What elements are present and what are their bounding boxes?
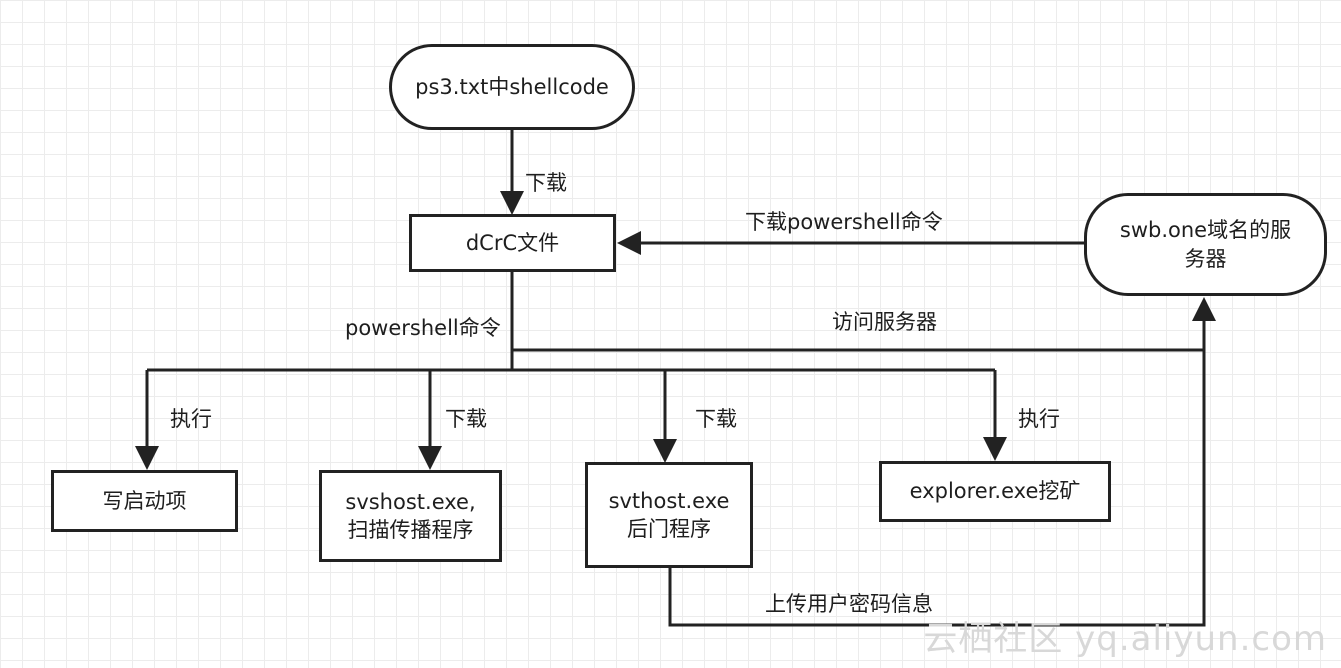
node-svshost-line2: 扫描传播程序 [347,518,474,542]
node-server: swb.one域名的服 务器 [1084,193,1327,296]
edge-label-upload: 上传用户密码信息 [765,592,933,616]
edge-label-download-svshost: 下载 [445,407,487,431]
node-svshost-line1: svshost.exe, [345,489,476,514]
node-explorer-label: explorer.exe挖矿 [909,479,1081,504]
node-svthost-line2: 后门程序 [627,517,711,541]
node-dcrc-label: dCrC文件 [465,230,560,255]
node-svthost: svthost.exe 后门程序 [585,462,753,568]
node-ps3-shellcode: ps3.txt中shellcode [389,44,635,130]
edge-label-powershell: powershell命令 [345,316,501,340]
arrow-upload [668,350,1206,627]
edge-label-exec-explorer: 执行 [1018,407,1060,431]
edge-label-ps3-download: 下载 [525,171,567,195]
node-startup: 写启动项 [51,470,238,532]
edge-label-access-server: 访问服务器 [832,310,937,334]
edge-label-server-download: 下载powershell命令 [745,210,943,234]
node-ps3-label: ps3.txt中shellcode [415,74,609,99]
node-svshost: svshost.exe, 扫描传播程序 [319,470,502,562]
watermark: 云栖社区 yq.aliyun.com [923,619,1327,659]
node-server-line2: 务器 [1184,246,1227,271]
edge-label-download-svthost: 下载 [695,407,737,431]
node-startup-label: 写启动项 [102,488,187,513]
node-server-line1: swb.one域名的服 [1119,218,1292,243]
node-dcrc-file: dCrC文件 [409,214,616,272]
node-svthost-line1: svthost.exe [608,488,730,513]
edge-label-exec-startup: 执行 [170,407,212,431]
node-explorer: explorer.exe挖矿 [879,461,1111,522]
